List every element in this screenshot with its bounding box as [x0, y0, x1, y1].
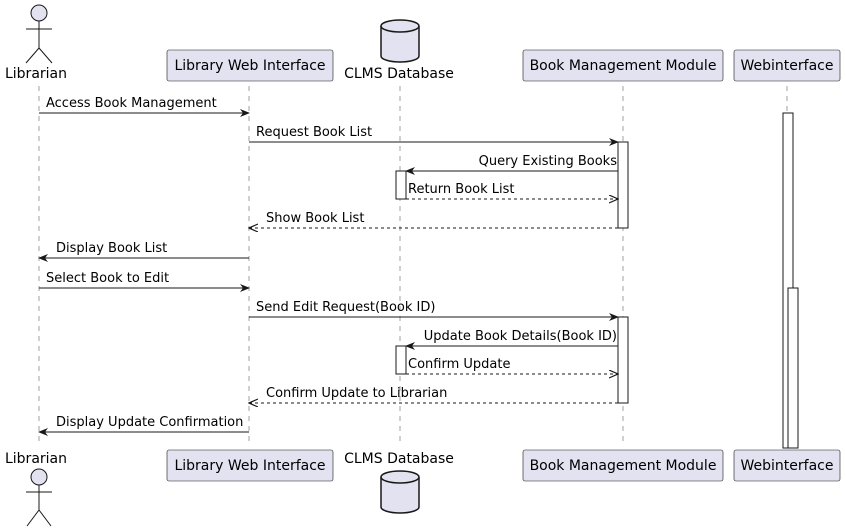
participant-label-db-bottom: CLMS Database	[344, 451, 454, 467]
database-top-icon	[380, 19, 420, 33]
actor-librarian-bottom: Librarian	[5, 451, 67, 527]
database-top-icon	[380, 470, 420, 484]
message-label: Return Book List	[408, 182, 514, 197]
actor-librarian-top: Librarian	[5, 4, 67, 82]
activation-webif-2	[787, 287, 799, 449]
participant-label-webif-top: Webinterface	[741, 58, 834, 74]
message-label: Select Book to Edit	[46, 271, 169, 286]
participant-web-top: Library Web Interface	[166, 49, 334, 82]
message-label: Show Book List	[266, 211, 364, 226]
activation-db-2	[395, 345, 407, 375]
message-label: Update Book Details(Book ID)	[424, 329, 617, 344]
participant-bmm-top: Book Management Module	[522, 49, 724, 82]
participant-label-webif-bottom: Webinterface	[741, 458, 834, 474]
participant-db-bottom: CLMS Database	[344, 451, 454, 514]
participant-label-db-top: CLMS Database	[344, 66, 454, 82]
database-icon	[380, 477, 420, 514]
participant-web-bottom: Library Web Interface	[166, 449, 334, 482]
participant-webif-top: Webinterface	[733, 49, 841, 82]
participant-db-top: CLMS Database	[344, 19, 454, 82]
activation-db-1	[395, 170, 407, 200]
message-label: Confirm Update to Librarian	[266, 386, 447, 401]
participant-label-bmm-bottom: Book Management Module	[530, 458, 717, 474]
message-label: Send Edit Request(Book ID)	[256, 300, 435, 315]
actor-head-icon	[30, 468, 48, 486]
message-label: Access Book Management	[46, 96, 217, 111]
message-label: Request Book List	[256, 125, 372, 140]
activation-bmm-2	[617, 316, 629, 404]
actor-right-leg-icon	[38, 47, 53, 64]
participant-label-librarian-top: Librarian	[5, 66, 67, 82]
participant-bmm-bottom: Book Management Module	[522, 449, 724, 482]
message-label: Display Book List	[56, 241, 167, 256]
actor-left-leg-icon	[25, 47, 40, 64]
participant-label-bmm-top: Book Management Module	[530, 58, 717, 74]
activation-bmm-1	[617, 141, 629, 229]
participant-webif-bottom: Webinterface	[733, 449, 841, 482]
participant-label-librarian-bottom: Librarian	[5, 451, 67, 467]
database-icon	[380, 26, 420, 63]
actor-head-icon	[30, 4, 48, 22]
message-label: Display Update Confirmation	[56, 415, 243, 430]
message-label: Confirm Update	[408, 357, 510, 372]
actor-right-leg-icon	[38, 509, 52, 527]
participant-label-web-top: Library Web Interface	[174, 58, 325, 74]
actor-left-leg-icon	[26, 509, 40, 527]
message-label: Query Existing Books	[479, 154, 618, 169]
participant-label-web-bottom: Library Web Interface	[174, 458, 325, 474]
